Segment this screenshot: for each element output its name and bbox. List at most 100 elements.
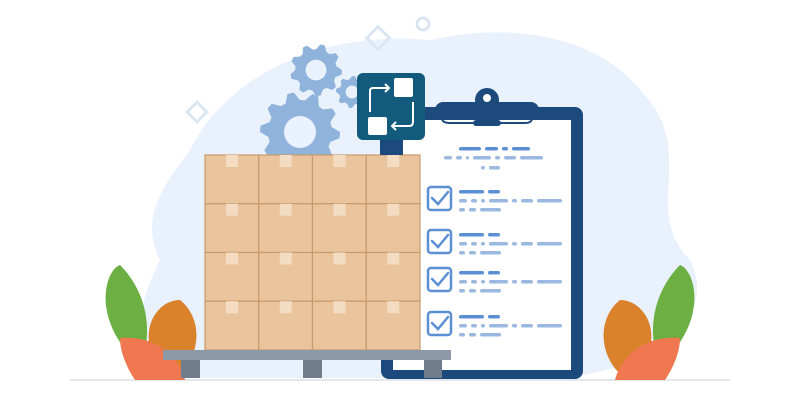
- text-line: [459, 280, 467, 284]
- text-line: [480, 208, 501, 212]
- box-stack: [204, 154, 421, 351]
- text-line: [466, 156, 469, 160]
- text-line: [489, 242, 508, 246]
- text-line: [459, 333, 465, 337]
- text-line: [489, 280, 508, 284]
- cardboard-box: [258, 251, 314, 302]
- text-line: [459, 289, 465, 293]
- text-line: [521, 199, 533, 203]
- workflow-icon-tile: [357, 73, 425, 155]
- box-tape: [333, 155, 346, 167]
- text-line: [469, 251, 476, 255]
- pallet-top: [163, 350, 451, 360]
- text-line: [489, 324, 508, 328]
- text-line: [489, 199, 508, 203]
- text-line: [489, 166, 500, 170]
- leaf-red: [120, 337, 185, 380]
- text-line: [521, 242, 533, 246]
- text-line: [459, 251, 465, 255]
- diamond-decoration: [364, 24, 392, 52]
- text-line: [480, 289, 501, 293]
- text-line: [488, 190, 500, 194]
- text-line: [512, 280, 517, 284]
- check-mark-icon: [430, 233, 450, 249]
- text-line: [459, 242, 467, 246]
- text-line: [471, 199, 477, 203]
- text-line: [512, 147, 530, 151]
- text-line: [459, 190, 484, 194]
- text-line: [521, 280, 533, 284]
- box-tape: [279, 301, 292, 314]
- box-tape: [226, 203, 238, 216]
- text-line: [537, 280, 562, 284]
- gear-hole: [345, 85, 359, 99]
- text-line: [512, 242, 517, 246]
- text-line: [459, 208, 465, 212]
- arrow-icon: [390, 102, 414, 131]
- pallet-leg: [424, 360, 442, 378]
- text-line: [481, 280, 485, 284]
- text-line: [459, 147, 481, 151]
- text-line: [537, 242, 562, 246]
- text-line: [512, 324, 517, 328]
- text-line: [471, 280, 477, 284]
- text-line: [459, 315, 484, 319]
- gear-hole: [305, 59, 327, 81]
- checkbox-icon: [426, 310, 453, 337]
- text-line: [480, 251, 501, 255]
- arrow-icon: [369, 83, 391, 112]
- plants: [105, 265, 695, 380]
- diamond-decoration: [184, 99, 210, 125]
- check-mark-icon: [430, 190, 450, 206]
- box-tape: [279, 252, 292, 265]
- text-line: [469, 333, 476, 337]
- box-tape: [226, 155, 238, 167]
- text-line: [469, 208, 476, 212]
- text-line: [481, 166, 485, 170]
- text-line: [459, 271, 484, 275]
- checkbox-icon: [426, 266, 453, 293]
- text-line: [537, 199, 562, 203]
- text-line: [469, 289, 476, 293]
- pallet-leg: [181, 360, 200, 378]
- text-line: [473, 156, 491, 160]
- text-line: [481, 242, 485, 246]
- text-line: [485, 147, 498, 151]
- text-line: [471, 242, 477, 246]
- box-tape: [333, 252, 346, 265]
- box-tape: [333, 203, 346, 216]
- box-tape: [387, 155, 400, 167]
- box-tape: [387, 252, 400, 265]
- text-line: [512, 199, 517, 203]
- box-tape: [226, 252, 238, 265]
- clipboard: [381, 88, 583, 379]
- text-line: [481, 324, 485, 328]
- clip-slot: [473, 120, 501, 126]
- leaf-red: [615, 337, 680, 380]
- box-tape: [387, 203, 400, 216]
- square-icon: [368, 117, 387, 135]
- text-line: [520, 156, 543, 160]
- icon-stand: [380, 138, 403, 155]
- text-line: [456, 156, 462, 160]
- text-line: [488, 315, 500, 319]
- text-line: [537, 324, 562, 328]
- text-line: [521, 324, 533, 328]
- box-tape: [387, 301, 400, 314]
- check-mark-icon: [430, 271, 450, 287]
- text-line: [504, 156, 516, 160]
- box-tape: [279, 203, 292, 216]
- checkbox-icon: [426, 185, 453, 212]
- text-line: [471, 324, 477, 328]
- check-mark-icon: [430, 315, 450, 331]
- text-line: [488, 233, 500, 237]
- icon-tile: [357, 73, 425, 140]
- text-line: [495, 156, 500, 160]
- gear-hole: [284, 116, 316, 148]
- text-line: [502, 147, 508, 151]
- text-line: [480, 333, 501, 337]
- box-tape: [333, 301, 346, 314]
- square-icon: [394, 78, 413, 97]
- checkbox-icon: [426, 228, 453, 255]
